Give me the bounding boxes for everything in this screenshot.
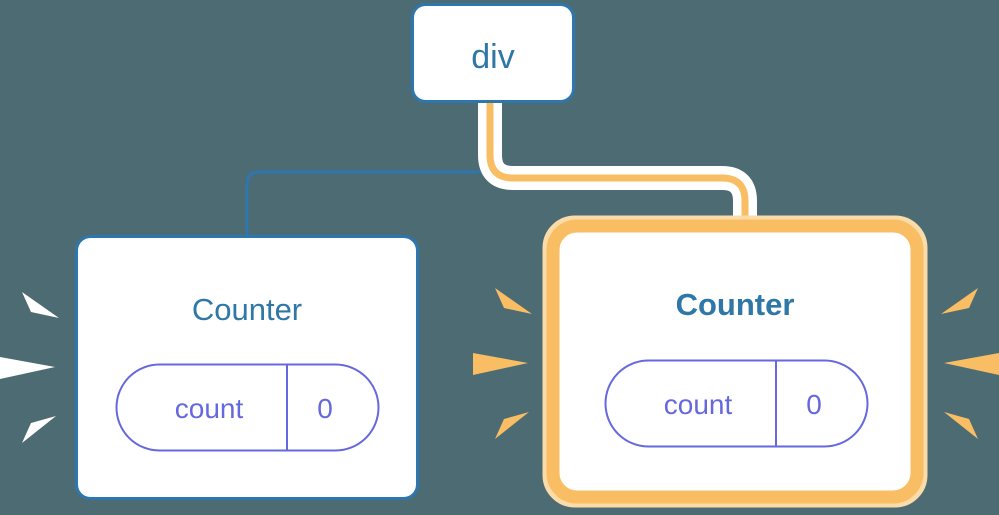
counter-node-left-label: Counter [192,292,302,327]
spark-icon [944,412,978,439]
root-node-label: div [471,38,514,76]
spark-burst-right-counter-right-orange [941,288,999,439]
spark-icon [944,353,999,375]
spark-icon [941,288,978,314]
root-node-box[interactable] [411,3,575,103]
counter-node-right-label: Counter [676,287,795,322]
spark-icon [495,288,532,314]
edge-root-to-right-counter [486,103,749,245]
spark-burst-left-white [0,292,59,443]
spark-icon [495,412,529,439]
root-node[interactable]: div [411,3,575,103]
prop-value-label: 0 [806,389,822,420]
counter-node-right-prop-pill: count 0 [604,359,869,448]
spark-icon [473,353,528,375]
prop-value-label: 0 [317,393,333,424]
prop-key-label: count [664,389,733,420]
spark-icon [22,292,59,318]
counter-node-left[interactable]: Counter count 0 [75,235,419,500]
prop-pill-outline [115,363,380,452]
counter-node-left-prop-pill: count 0 [115,363,380,452]
spark-icon [0,357,55,379]
prop-key-label: count [175,393,244,424]
counter-node-right[interactable]: Counter count 0 [542,215,928,508]
spark-burst-right-counter-left-orange [473,288,532,439]
prop-pill-outline [604,359,869,448]
spark-icon [22,416,56,443]
